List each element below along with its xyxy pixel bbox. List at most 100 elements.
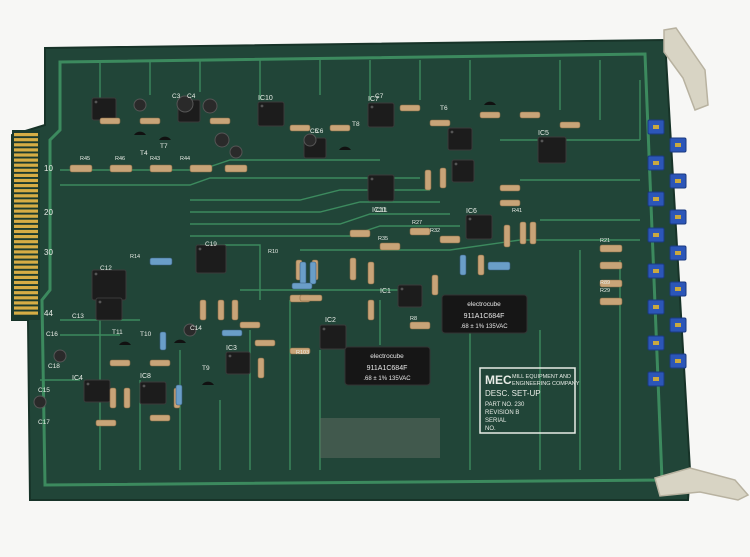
ic-chip bbox=[451, 159, 475, 183]
cap-label: C6 bbox=[315, 128, 324, 135]
resistor bbox=[149, 359, 171, 367]
gold-finger bbox=[14, 204, 38, 208]
res-label: R27 bbox=[412, 220, 422, 226]
capacitor bbox=[202, 98, 218, 114]
res-label: R21 bbox=[600, 238, 610, 244]
resistor bbox=[209, 117, 231, 125]
cap1-rating: .68 ± 1% 135VAC bbox=[460, 324, 508, 330]
transistor bbox=[202, 381, 214, 385]
gold-finger bbox=[14, 199, 38, 203]
gold-finger bbox=[14, 240, 38, 244]
gold-finger bbox=[14, 219, 38, 223]
resistor bbox=[409, 227, 431, 236]
trim-pot-screw bbox=[653, 125, 659, 129]
gold-finger bbox=[14, 209, 38, 213]
gold-finger bbox=[14, 260, 38, 264]
electrocube-cap-2: electrocube 911A1C684F .68 ± 1% 135VAC bbox=[344, 346, 431, 386]
cap-label: C18 bbox=[48, 363, 60, 370]
transistor-label: T4 bbox=[140, 150, 148, 157]
edge-pin-mark: 10 bbox=[44, 164, 53, 173]
no-text: NO. bbox=[485, 426, 496, 432]
blue-resistor bbox=[221, 329, 243, 337]
cap-label: C16 bbox=[46, 331, 58, 338]
resistor bbox=[289, 347, 311, 355]
resistor bbox=[439, 235, 461, 244]
res-label: R32 bbox=[430, 228, 440, 234]
ic-chip bbox=[537, 136, 567, 164]
capacitor bbox=[33, 395, 47, 409]
resistor bbox=[109, 164, 133, 173]
cap-label: C7 bbox=[375, 93, 384, 100]
capacitor bbox=[214, 132, 230, 148]
resistor bbox=[199, 299, 207, 321]
res-label: R8 bbox=[410, 316, 417, 322]
resistor bbox=[299, 294, 323, 302]
ic-pin1-dot bbox=[142, 384, 146, 388]
gold-finger bbox=[14, 148, 38, 152]
cap-label: C5 bbox=[310, 128, 319, 135]
trim-pot-screw bbox=[653, 341, 659, 345]
ic-chip bbox=[225, 351, 251, 375]
ic-pin1-dot bbox=[454, 162, 458, 166]
ejector-bottom bbox=[654, 467, 750, 501]
edge-pin-mark: 20 bbox=[44, 208, 53, 217]
trace bbox=[300, 239, 640, 251]
res-label: R10 bbox=[268, 249, 278, 255]
capacitor bbox=[176, 95, 194, 113]
resistor bbox=[559, 121, 581, 129]
resistor bbox=[69, 164, 93, 173]
trim-pot-screw bbox=[653, 269, 659, 273]
cap-label: C14 bbox=[190, 325, 202, 332]
blue-resistor bbox=[459, 254, 467, 276]
edge-connector bbox=[12, 130, 40, 320]
trim-pot-screw bbox=[675, 215, 681, 219]
blue-resistor bbox=[159, 331, 167, 351]
gold-finger bbox=[14, 153, 38, 157]
gold-finger bbox=[14, 163, 38, 167]
ic-chip bbox=[319, 324, 347, 350]
gold-finger bbox=[14, 291, 38, 295]
blue-resistor bbox=[299, 261, 307, 285]
resistor bbox=[349, 229, 371, 238]
resistor bbox=[479, 111, 501, 119]
resistor bbox=[599, 297, 623, 306]
resistor bbox=[379, 242, 401, 251]
cap-label: C3 bbox=[172, 93, 181, 100]
cap2-rating: .68 ± 1% 135VAC bbox=[363, 376, 411, 382]
trim-pot-screw bbox=[675, 323, 681, 327]
gold-finger bbox=[14, 286, 38, 290]
resistor bbox=[231, 299, 239, 321]
ic-chip bbox=[257, 101, 285, 127]
ic-pin1-dot bbox=[322, 327, 326, 331]
part-no-text: PART NO. 230 bbox=[485, 402, 525, 408]
resistor bbox=[123, 387, 131, 409]
gold-finger bbox=[14, 311, 38, 315]
resistor bbox=[109, 359, 131, 367]
ic-chip bbox=[367, 102, 395, 128]
ic-label: IC3 bbox=[226, 345, 237, 352]
company-logo: MEC bbox=[485, 373, 512, 387]
resistor bbox=[95, 419, 117, 427]
scratched-patch bbox=[320, 418, 440, 458]
gold-finger bbox=[14, 194, 38, 198]
ic-chip bbox=[465, 214, 493, 240]
capacitor bbox=[303, 133, 317, 147]
cap1-part: 911A1C684F bbox=[464, 313, 505, 320]
serial-text: SERIAL bbox=[485, 418, 507, 424]
ic-label: IC2 bbox=[325, 317, 336, 324]
electrocube-cap-1: electrocube 911A1C684F .68 ± 1% 135VAC bbox=[441, 294, 528, 334]
ic-pin1-dot bbox=[94, 100, 98, 104]
ic-label: IC7 bbox=[368, 96, 379, 103]
transistor-label: T7 bbox=[160, 143, 168, 150]
transistor-label: T10 bbox=[140, 331, 152, 338]
resistor bbox=[99, 117, 121, 125]
gold-finger bbox=[14, 143, 38, 147]
res-label: R41 bbox=[512, 208, 522, 214]
revision-text: REVISION B bbox=[485, 410, 519, 416]
gold-finger bbox=[14, 224, 38, 228]
gold-finger bbox=[14, 301, 38, 305]
cap2-part: 911A1C684F bbox=[367, 365, 408, 372]
ic-pin1-dot bbox=[468, 217, 472, 221]
